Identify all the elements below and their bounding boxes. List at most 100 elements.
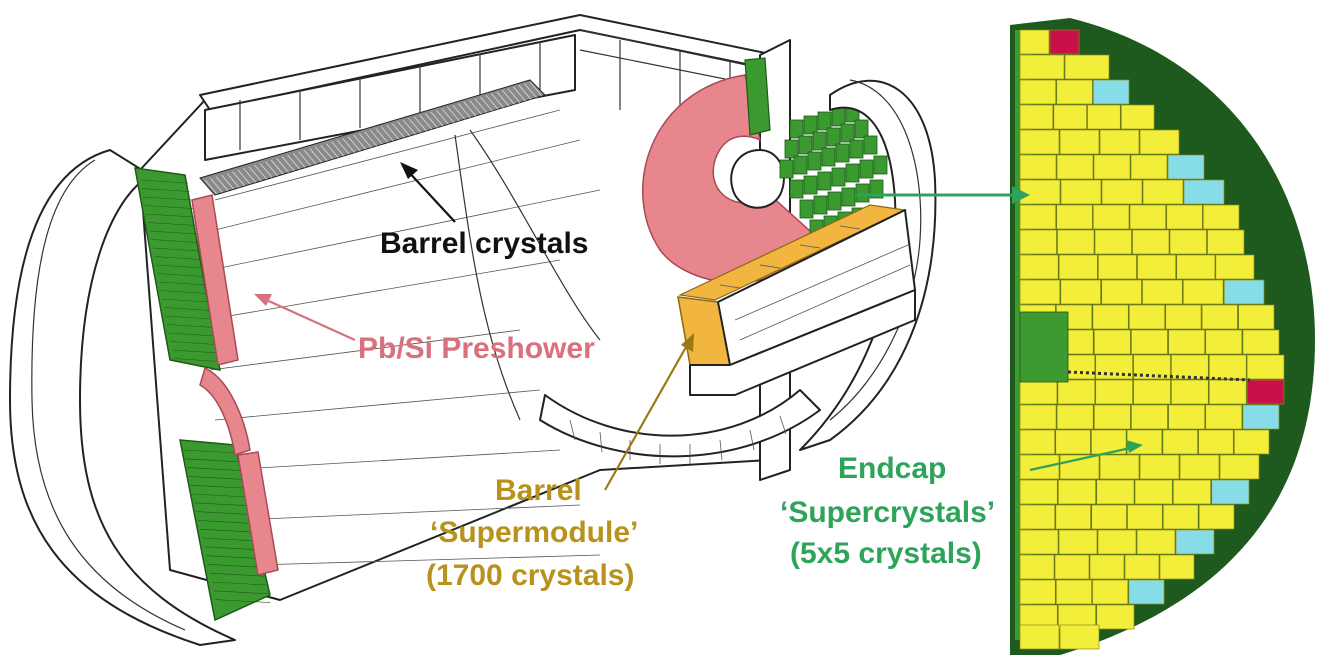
endcap-supercrystal xyxy=(1169,229,1207,255)
green-endcap-crystal xyxy=(863,135,878,155)
endcap-supercrystal xyxy=(1242,404,1280,430)
barrel-crystal-mark xyxy=(215,176,229,191)
barrel-crystal-mark xyxy=(447,106,460,122)
endcap-supercrystal xyxy=(1019,54,1065,80)
left-end-ring xyxy=(9,149,236,646)
endcap-supercrystal xyxy=(1133,379,1171,405)
barrel-crystal-mark xyxy=(414,116,427,132)
endcap-supercrystal xyxy=(1019,504,1056,530)
green-crystal-mark xyxy=(184,458,240,463)
barrel-crystal-mark xyxy=(386,124,400,140)
green-crystal-mark xyxy=(200,528,256,533)
supermodule-bottom xyxy=(689,289,916,396)
barrel-crystal-strip xyxy=(199,79,546,196)
endcap-supercrystal xyxy=(1059,129,1100,155)
barrel-crystal-mark xyxy=(452,104,466,120)
endcap-supercrystal xyxy=(1182,279,1224,305)
endcap-supercrystal xyxy=(1092,304,1129,330)
green-crystal-mark xyxy=(162,298,210,303)
endcap-supercrystal xyxy=(1165,304,1202,330)
endcap-supercrystal xyxy=(1019,479,1058,505)
label-endcap-line1: Endcap xyxy=(838,452,946,485)
green-crystal-mark xyxy=(167,324,214,328)
barrel-crystal-mark xyxy=(314,146,328,162)
right-endcap-green-crystals xyxy=(779,103,888,239)
label-supermodule-line3: (1700 crystals) xyxy=(426,559,634,592)
endcap-supercrystal xyxy=(1134,479,1173,505)
endcap-supercrystal xyxy=(1095,379,1133,405)
green-endcap-crystal xyxy=(803,115,818,135)
barrel-crystal-mark xyxy=(353,134,367,150)
barrel-crystal-mark xyxy=(391,123,405,138)
barrel-crystal-mark xyxy=(298,151,311,167)
barrel-crystal-mark xyxy=(529,81,543,97)
endcap-supercrystal xyxy=(1096,604,1135,630)
endcap-supercrystal xyxy=(1246,379,1285,405)
green-crystal-mark xyxy=(170,341,217,345)
green-crystal-mark xyxy=(139,179,189,184)
barrel-crystal-mark xyxy=(430,111,444,127)
label-supermodule-line2: ‘Supermodule’ xyxy=(430,516,638,549)
green-endcap-crystal xyxy=(855,183,870,203)
endcap-supercrystal xyxy=(1019,129,1060,155)
endcap-supercrystal xyxy=(1168,404,1206,430)
barrel-crystal-mark xyxy=(281,156,295,172)
barrel-crystal-mark xyxy=(491,93,504,108)
endcap-supercrystal xyxy=(1246,354,1285,380)
endcap-supercrystal xyxy=(1183,179,1225,205)
endcap-supercrystal xyxy=(1019,154,1057,180)
green-crystal-mark xyxy=(201,537,258,542)
green-endcap-crystal xyxy=(807,151,822,171)
green-crystal-mark xyxy=(143,196,192,201)
barrel-crystal-mark xyxy=(221,174,234,190)
barrel-crystal-mark xyxy=(292,153,306,168)
endcap-supercrystal xyxy=(1092,579,1129,605)
label-barrel-crystals: Barrel crystals xyxy=(380,227,588,260)
barrel-crystal-mark xyxy=(463,101,477,117)
green-crystal-mark xyxy=(168,332,216,337)
endcap-supercrystal xyxy=(1064,54,1110,80)
green-crystal-mark xyxy=(188,476,244,480)
label-preshower: Pb/Si Preshower xyxy=(358,332,595,365)
endcap-supercrystal xyxy=(1130,154,1168,180)
endcap-supercrystal xyxy=(1019,624,1060,650)
green-crystal-mark xyxy=(163,307,211,311)
endcap-supercrystal xyxy=(1094,229,1132,255)
endcap-supercrystal xyxy=(1211,479,1250,505)
barrel-crystal-mark xyxy=(364,131,378,147)
endcap-supercrystal xyxy=(1242,329,1280,355)
endcap-supercrystal xyxy=(1092,204,1130,230)
green-endcap-crystal xyxy=(812,131,827,151)
endcap-supercrystal xyxy=(1019,104,1054,130)
endcap-supercrystal xyxy=(1137,254,1177,280)
barrel-crystal-mark xyxy=(507,88,521,103)
endcap-assembly xyxy=(1010,18,1315,655)
green-crystal-mark xyxy=(198,520,254,524)
barrel-crystal-mark xyxy=(408,118,422,133)
endcap-supercrystal xyxy=(1120,104,1155,130)
endcap-supercrystal xyxy=(1162,504,1199,530)
right-green-stripe xyxy=(744,57,771,136)
endcap-supercrystal xyxy=(1019,204,1057,230)
endcap-supercrystal xyxy=(1131,404,1168,430)
barrel-crystal-hatch xyxy=(204,81,543,195)
green-crystal-mark xyxy=(165,315,213,320)
barrel-crystal-mark xyxy=(204,179,218,195)
green-crystal-mark xyxy=(194,502,250,507)
endcap-supercrystal xyxy=(1162,429,1198,455)
green-crystal-mark xyxy=(203,546,259,551)
barrel-crystal-mark xyxy=(436,109,449,125)
endcap-supercrystal xyxy=(1019,579,1056,605)
endcap-supercrystal xyxy=(1056,154,1094,180)
endcap-supercrystals xyxy=(1019,29,1285,650)
label-endcap-line2: ‘Supercrystals’ xyxy=(780,496,995,529)
green-endcap-crystal xyxy=(849,139,864,159)
green-crystal-mark xyxy=(155,264,204,269)
endcap-supercrystal xyxy=(1089,554,1125,580)
labels: Barrel crystals Pb/Si Preshower Barrel ‘… xyxy=(358,227,995,592)
endcap-supercrystal xyxy=(1056,404,1094,430)
endcap-supercrystal xyxy=(1223,279,1265,305)
endcap-supercrystal xyxy=(1054,554,1090,580)
endcap-supercrystal xyxy=(1175,529,1215,555)
